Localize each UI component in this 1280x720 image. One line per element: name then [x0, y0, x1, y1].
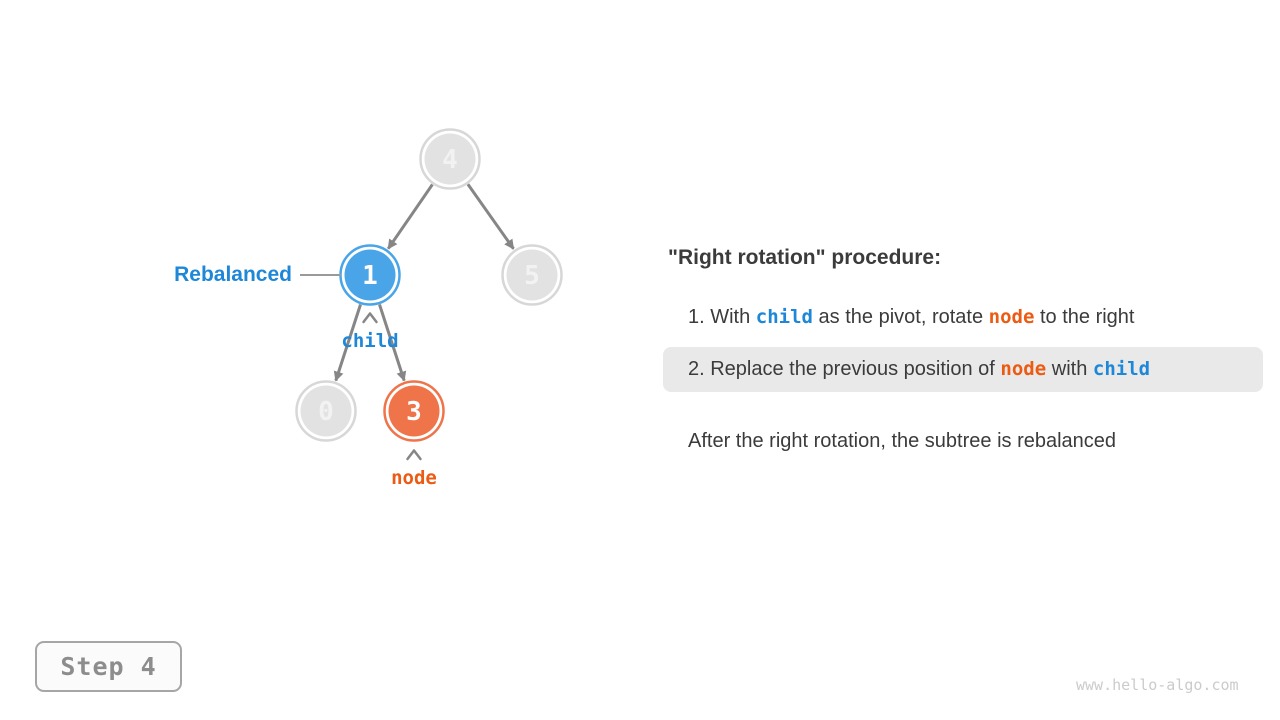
child-pointer-label: child	[341, 330, 399, 352]
procedure-title: "Right rotation" procedure:	[668, 246, 942, 269]
up-caret-node-icon	[406, 449, 422, 461]
conclusion-text: After the right rotation, the subtree is…	[688, 430, 1117, 452]
edge-4-to-5	[466, 183, 515, 250]
step-1-code-child: child	[755, 306, 813, 328]
step-1-text: to the right	[1034, 306, 1135, 328]
highlighted-step-box: 2. Replace the previous position of node…	[663, 347, 1263, 392]
tree-node-3-value: 3	[406, 397, 422, 427]
step-2-text: 2. Replace the previous position of	[688, 358, 1001, 380]
step-1-text: as the pivot, rotate	[813, 306, 989, 328]
tree-node-1-value: 1	[362, 261, 378, 291]
rebalanced-connector-line	[300, 274, 341, 276]
tree-node-0-value: 0	[318, 397, 334, 427]
node-pointer-label: node	[391, 467, 437, 489]
procedure-step-1: 1. With child as the pivot, rotate node …	[688, 306, 1134, 329]
tree-node-5-value: 5	[524, 261, 540, 291]
tree-node-1: 1	[339, 244, 401, 306]
tree-node-0: 0	[295, 380, 357, 442]
step-2-text: with	[1046, 358, 1093, 380]
edge-4-to-1	[386, 183, 434, 250]
tree-node-4: 4	[419, 128, 481, 190]
rebalanced-label: Rebalanced	[174, 263, 292, 286]
tree-node-4-value: 4	[442, 145, 458, 175]
step-1-code-node: node	[988, 306, 1035, 328]
watermark: www.hello-algo.com	[1076, 676, 1239, 694]
step-2-code-child: child	[1092, 358, 1151, 380]
up-caret-child-icon	[362, 312, 378, 324]
step-2-code-node: node	[1000, 358, 1047, 380]
edge-1-to-3	[378, 304, 407, 382]
procedure-step-2: 2. Replace the previous position of node…	[663, 358, 1150, 381]
tree-node-3: 3	[383, 380, 445, 442]
step-indicator[interactable]: Step 4	[35, 641, 182, 692]
step-indicator-label: Step 4	[60, 652, 157, 681]
tree-node-5: 5	[501, 244, 563, 306]
step-1-text: 1. With	[688, 306, 756, 328]
edge-1-to-0	[333, 304, 362, 382]
